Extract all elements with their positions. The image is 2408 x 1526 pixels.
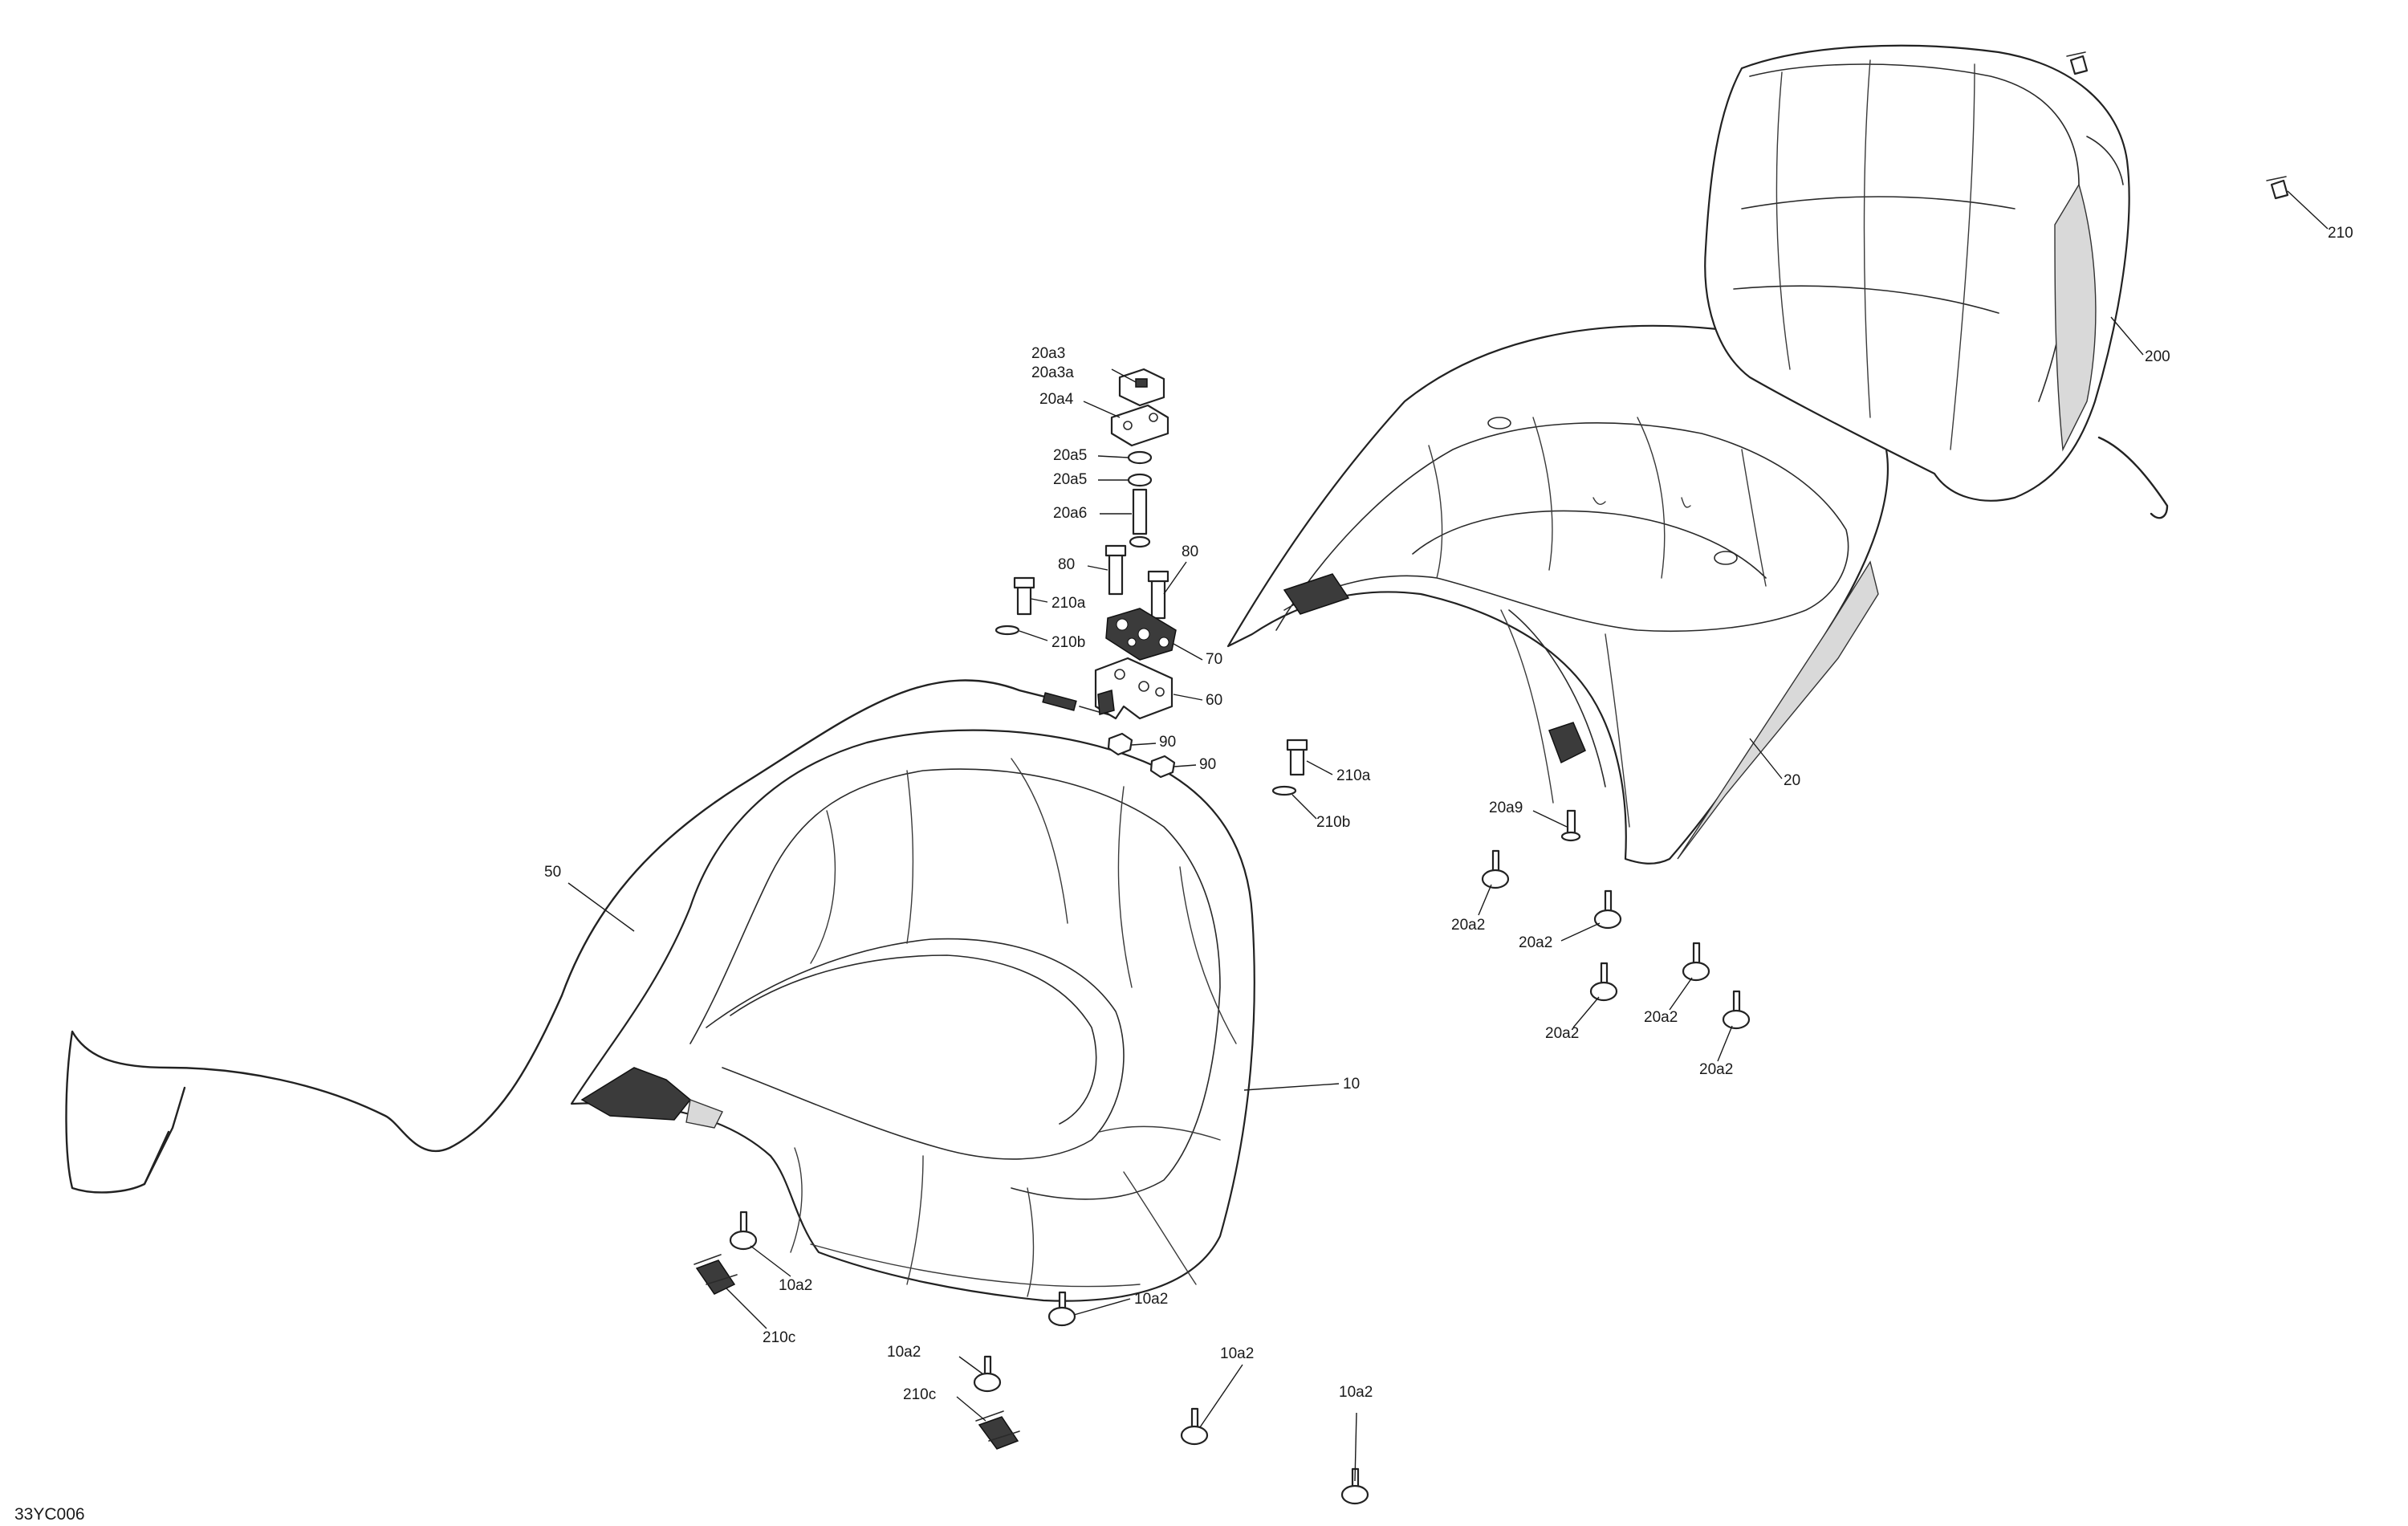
callout-20a5: 20a5 <box>1053 447 1087 464</box>
callout-200: 200 <box>2145 348 2170 365</box>
callout-20a4: 20a4 <box>1039 391 1074 408</box>
callout-10a2: 10a2 <box>887 1344 921 1361</box>
callout-50: 50 <box>544 864 561 881</box>
callout-10a2: 10a2 <box>1339 1384 1373 1401</box>
callout-210c: 210c <box>903 1386 936 1403</box>
callout-90: 90 <box>1199 756 1216 773</box>
callout-60: 60 <box>1206 692 1222 709</box>
callout-210a: 210a <box>1336 767 1371 784</box>
callout-20a2: 20a2 <box>1519 934 1552 951</box>
callout-20a2: 20a2 <box>1699 1061 1733 1078</box>
callout-20a9: 20a9 <box>1489 800 1523 816</box>
hardware-stack <box>995 51 2289 842</box>
callout-210a: 210a <box>1051 595 1086 612</box>
callout-20a3a: 20a3a <box>1031 364 1074 381</box>
callout-10a2: 10a2 <box>1220 1345 1254 1362</box>
callout-210b: 210b <box>1051 634 1085 651</box>
rear-seat <box>1226 324 1889 865</box>
callout-20a6: 20a6 <box>1053 505 1087 522</box>
callout-70: 70 <box>1206 651 1222 668</box>
callout-20a2: 20a2 <box>1644 1009 1678 1026</box>
callout-80: 80 <box>1058 556 1075 573</box>
bumpers <box>694 849 1751 1505</box>
backrest <box>1704 44 2169 519</box>
callout-10: 10 <box>1343 1076 1360 1093</box>
callout-20: 20 <box>1784 772 1800 789</box>
callout-210c: 210c <box>763 1329 795 1346</box>
front-seat <box>570 729 1255 1302</box>
callout-10a2: 10a2 <box>779 1277 812 1294</box>
callout-210b: 210b <box>1316 814 1350 831</box>
callout-20a3: 20a3 <box>1031 345 1065 362</box>
diagram-code: 33YC006 <box>14 1505 85 1524</box>
callout-20a2: 20a2 <box>1545 1025 1579 1042</box>
callout-20a2: 20a2 <box>1451 917 1485 934</box>
callout-210: 210 <box>2328 225 2353 242</box>
callout-80: 80 <box>1182 543 1198 560</box>
callout-labels: 20a3 20a3a 20a4 20a5 20a5 20a6 80 80 210… <box>14 225 2353 1524</box>
leader-lines <box>567 190 2329 1482</box>
callout-20a5: 20a5 <box>1053 471 1087 488</box>
callout-90: 90 <box>1159 734 1176 751</box>
callout-10a2: 10a2 <box>1134 1291 1168 1308</box>
